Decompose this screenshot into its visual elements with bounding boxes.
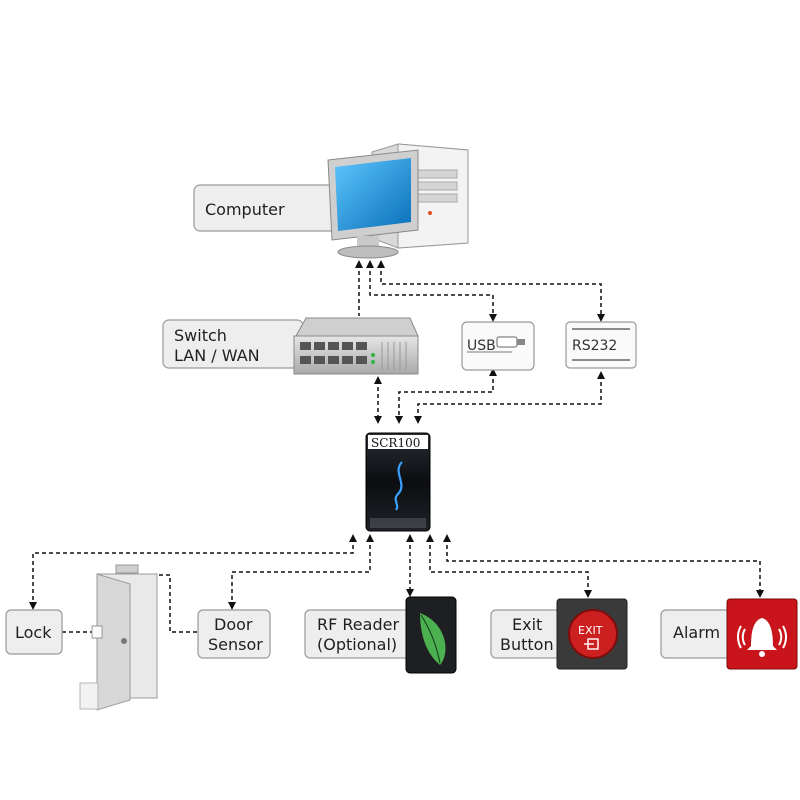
scr100-node: SCR100 — [365, 432, 431, 532]
rs232-box — [565, 321, 637, 369]
scr100-title-strip — [368, 435, 428, 449]
usb-label: USB — [467, 338, 496, 354]
rf-reader-label-line1: RF Reader — [317, 615, 399, 634]
scr100-wave-icon — [394, 461, 403, 511]
lock-label: Lock — [15, 623, 52, 642]
alarm-label: Alarm — [673, 623, 720, 642]
switch-node: Switch LAN / WAN — [162, 317, 419, 375]
rs232-label: RS232 — [572, 338, 617, 354]
exit-button-node: Exit Button EXIT — [490, 598, 628, 670]
door-sensor-node: Door Sensor — [197, 609, 271, 659]
door-icon — [79, 564, 158, 711]
scr100-body — [365, 432, 431, 532]
exit-button-label-line1: Exit — [512, 615, 542, 634]
computer-node: Computer — [193, 143, 469, 259]
alarm-bell-icon — [726, 598, 798, 670]
door-sensor-label-line1: Door — [214, 615, 253, 634]
rf-reader-node: RF Reader (Optional) — [304, 596, 457, 674]
door-sensor-label-line2: Sensor — [208, 635, 263, 654]
exit-button-label-line2: Button — [500, 635, 554, 654]
door-sensor-label-box — [197, 609, 271, 659]
alarm-node: Alarm — [660, 598, 798, 670]
monitor-icon — [327, 149, 419, 259]
rf-reader-icon — [405, 596, 457, 674]
computer-label: Computer — [205, 200, 285, 219]
network-switch-icon — [293, 317, 419, 375]
exit-sign-text: EXIT — [578, 624, 603, 637]
exit-button-icon: EXIT — [556, 598, 628, 670]
usb-node: USB — [461, 321, 535, 371]
connectors — [29, 260, 764, 633]
scr100-label: SCR100 — [371, 436, 420, 450]
lock-node: Lock — [5, 609, 63, 655]
lock-label-box — [5, 609, 63, 655]
rf-reader-label-line2: (Optional) — [317, 635, 397, 654]
switch-label-line1: Switch — [174, 326, 227, 345]
switch-label-line2: LAN / WAN — [174, 346, 260, 365]
usb-plug-icon — [467, 336, 525, 353]
rs232-node: RS232 — [565, 321, 637, 369]
